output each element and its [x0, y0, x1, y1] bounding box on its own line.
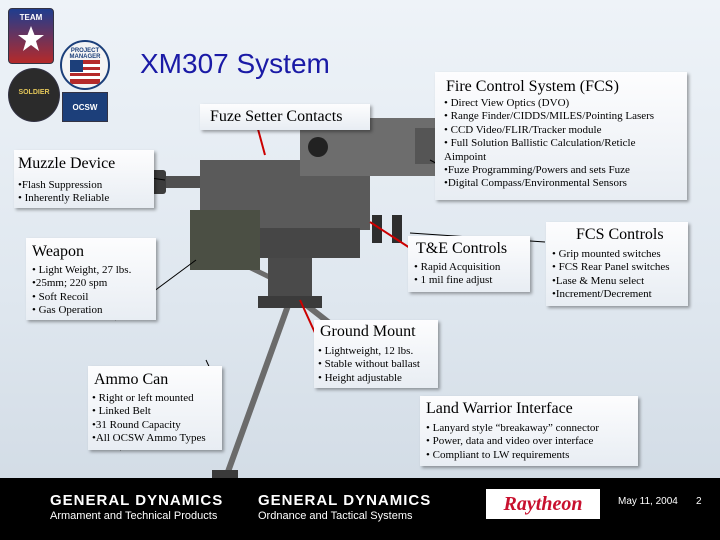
footer-bar — [0, 478, 720, 540]
team-label: TEAM — [19, 13, 43, 22]
list-item: • Power, data and video over interface — [426, 435, 594, 448]
fcs-controls-callout — [546, 222, 688, 306]
fcs-controls-heading: FCS Controls — [576, 226, 664, 243]
gd-right-wordmark: GENERAL DYNAMICS — [258, 492, 432, 509]
page-number: 2 — [696, 496, 702, 507]
list-item: • Compliant to LW requirements — [426, 448, 570, 461]
muzzle-heading: Muzzle Device — [18, 155, 116, 172]
list-item: • Stable without ballast — [318, 358, 420, 371]
te-heading: T&E Controls — [416, 240, 508, 257]
list-item: •Fuze Programming/Powers and sets Fuze — [444, 164, 630, 177]
team-soldier-logo: TEAM — [8, 8, 54, 64]
list-item: • Full Solution Ballistic Calculation/Re… — [444, 137, 636, 150]
fuze-callout — [200, 104, 370, 130]
ground-mount-callout — [314, 320, 438, 388]
list-item: Aimpoint — [444, 150, 487, 163]
list-item: •25mm; 220 spm — [32, 277, 108, 290]
weapon-callout — [26, 238, 156, 320]
list-item: • Direct View Optics (DVO) — [444, 97, 570, 109]
list-item: • Lanyard style “breakaway” connector — [426, 422, 600, 434]
list-item: • Soft Recoil — [32, 290, 89, 303]
list-item: • 1 mil fine adjust — [414, 274, 493, 287]
muzzle-callout — [14, 150, 154, 208]
soldier-crest-logo: SOLDIER — [8, 68, 60, 122]
list-item: •All OCSW Ammo Types — [92, 432, 206, 445]
list-item: • FCS Rear Panel switches — [552, 261, 670, 274]
fuze-heading: Fuze Setter Contacts — [210, 108, 343, 125]
list-item: • CCD Video/FLIR/Tracker module — [444, 123, 602, 136]
list-item: •Lase & Menu select — [552, 274, 645, 287]
te-list: • Rapid Acquisition • 1 mil fine adjust — [414, 261, 500, 288]
gd-left-wordmark: GENERAL DYNAMICS — [50, 492, 224, 509]
slide-date: May 11, 2004 — [618, 496, 678, 507]
list-item: • Grip mounted switches — [552, 248, 661, 260]
star-icon — [18, 26, 44, 51]
patch-label: PROJECT MANAGER — [69, 48, 101, 60]
gd-right-division: Ordnance and Tactical Systems — [258, 510, 413, 522]
ground-mount-list: • Lightweight, 12 lbs. • Stable without … — [318, 345, 420, 385]
land-warrior-heading: Land Warrior Interface — [426, 400, 573, 417]
ammo-can-heading: Ammo Can — [94, 371, 169, 388]
list-item: •Digital Compass/Environmental Sensors — [444, 177, 627, 190]
te-callout — [408, 236, 530, 292]
weapon-heading: Weapon — [32, 243, 85, 260]
list-item: • Gas Operation — [32, 304, 103, 317]
list-item: •Increment/Decrement — [552, 288, 652, 301]
land-warrior-list: • Lanyard style “breakaway” connector • … — [426, 422, 599, 462]
list-item: •31 Round Capacity — [92, 418, 181, 431]
gd-left-division: Armament and Technical Products — [50, 510, 218, 522]
ammo-can-list: • Right or left mounted • Linked Belt •3… — [92, 392, 206, 446]
ground-mount-heading: Ground Mount — [320, 323, 416, 340]
crest-label: SOLDIER — [18, 89, 50, 96]
list-item: • Right or left mounted — [92, 392, 194, 404]
list-item: • Light Weight, 27 lbs. — [32, 264, 132, 276]
list-item: • Linked Belt — [92, 405, 151, 418]
ocsw-logo: OCSW — [62, 92, 108, 122]
list-item: • Inherently Reliable — [18, 192, 110, 205]
fcs-controls-list: • Grip mounted switches • FCS Rear Panel… — [552, 248, 670, 302]
muzzle-list: •Flash Suppression • Inherently Reliable — [18, 179, 109, 206]
fcs-callout — [435, 72, 687, 200]
ocsw-label: OCSW — [72, 103, 98, 112]
list-item: • Height adjustable — [318, 371, 402, 384]
fcs-heading: Fire Control System (FCS) — [446, 78, 619, 95]
list-item: • Range Finder/CIDDS/MILES/Pointing Lase… — [444, 110, 655, 123]
ammo-can-callout — [88, 366, 222, 450]
flag-icon — [70, 60, 100, 84]
slide-title: XM307 System — [140, 48, 330, 79]
weapon-list: • Light Weight, 27 lbs. •25mm; 220 spm •… — [32, 264, 131, 318]
list-item: • Lightweight, 12 lbs. — [318, 345, 414, 357]
raytheon-logo: Raytheon — [486, 489, 600, 519]
list-item: • Rapid Acquisition — [414, 261, 501, 273]
land-warrior-callout — [420, 396, 638, 466]
fcs-list: • Direct View Optics (DVO) • Range Finde… — [444, 97, 654, 191]
pm-soldier-patch: PROJECT MANAGER — [60, 40, 110, 90]
list-item: •Flash Suppression — [18, 179, 103, 191]
